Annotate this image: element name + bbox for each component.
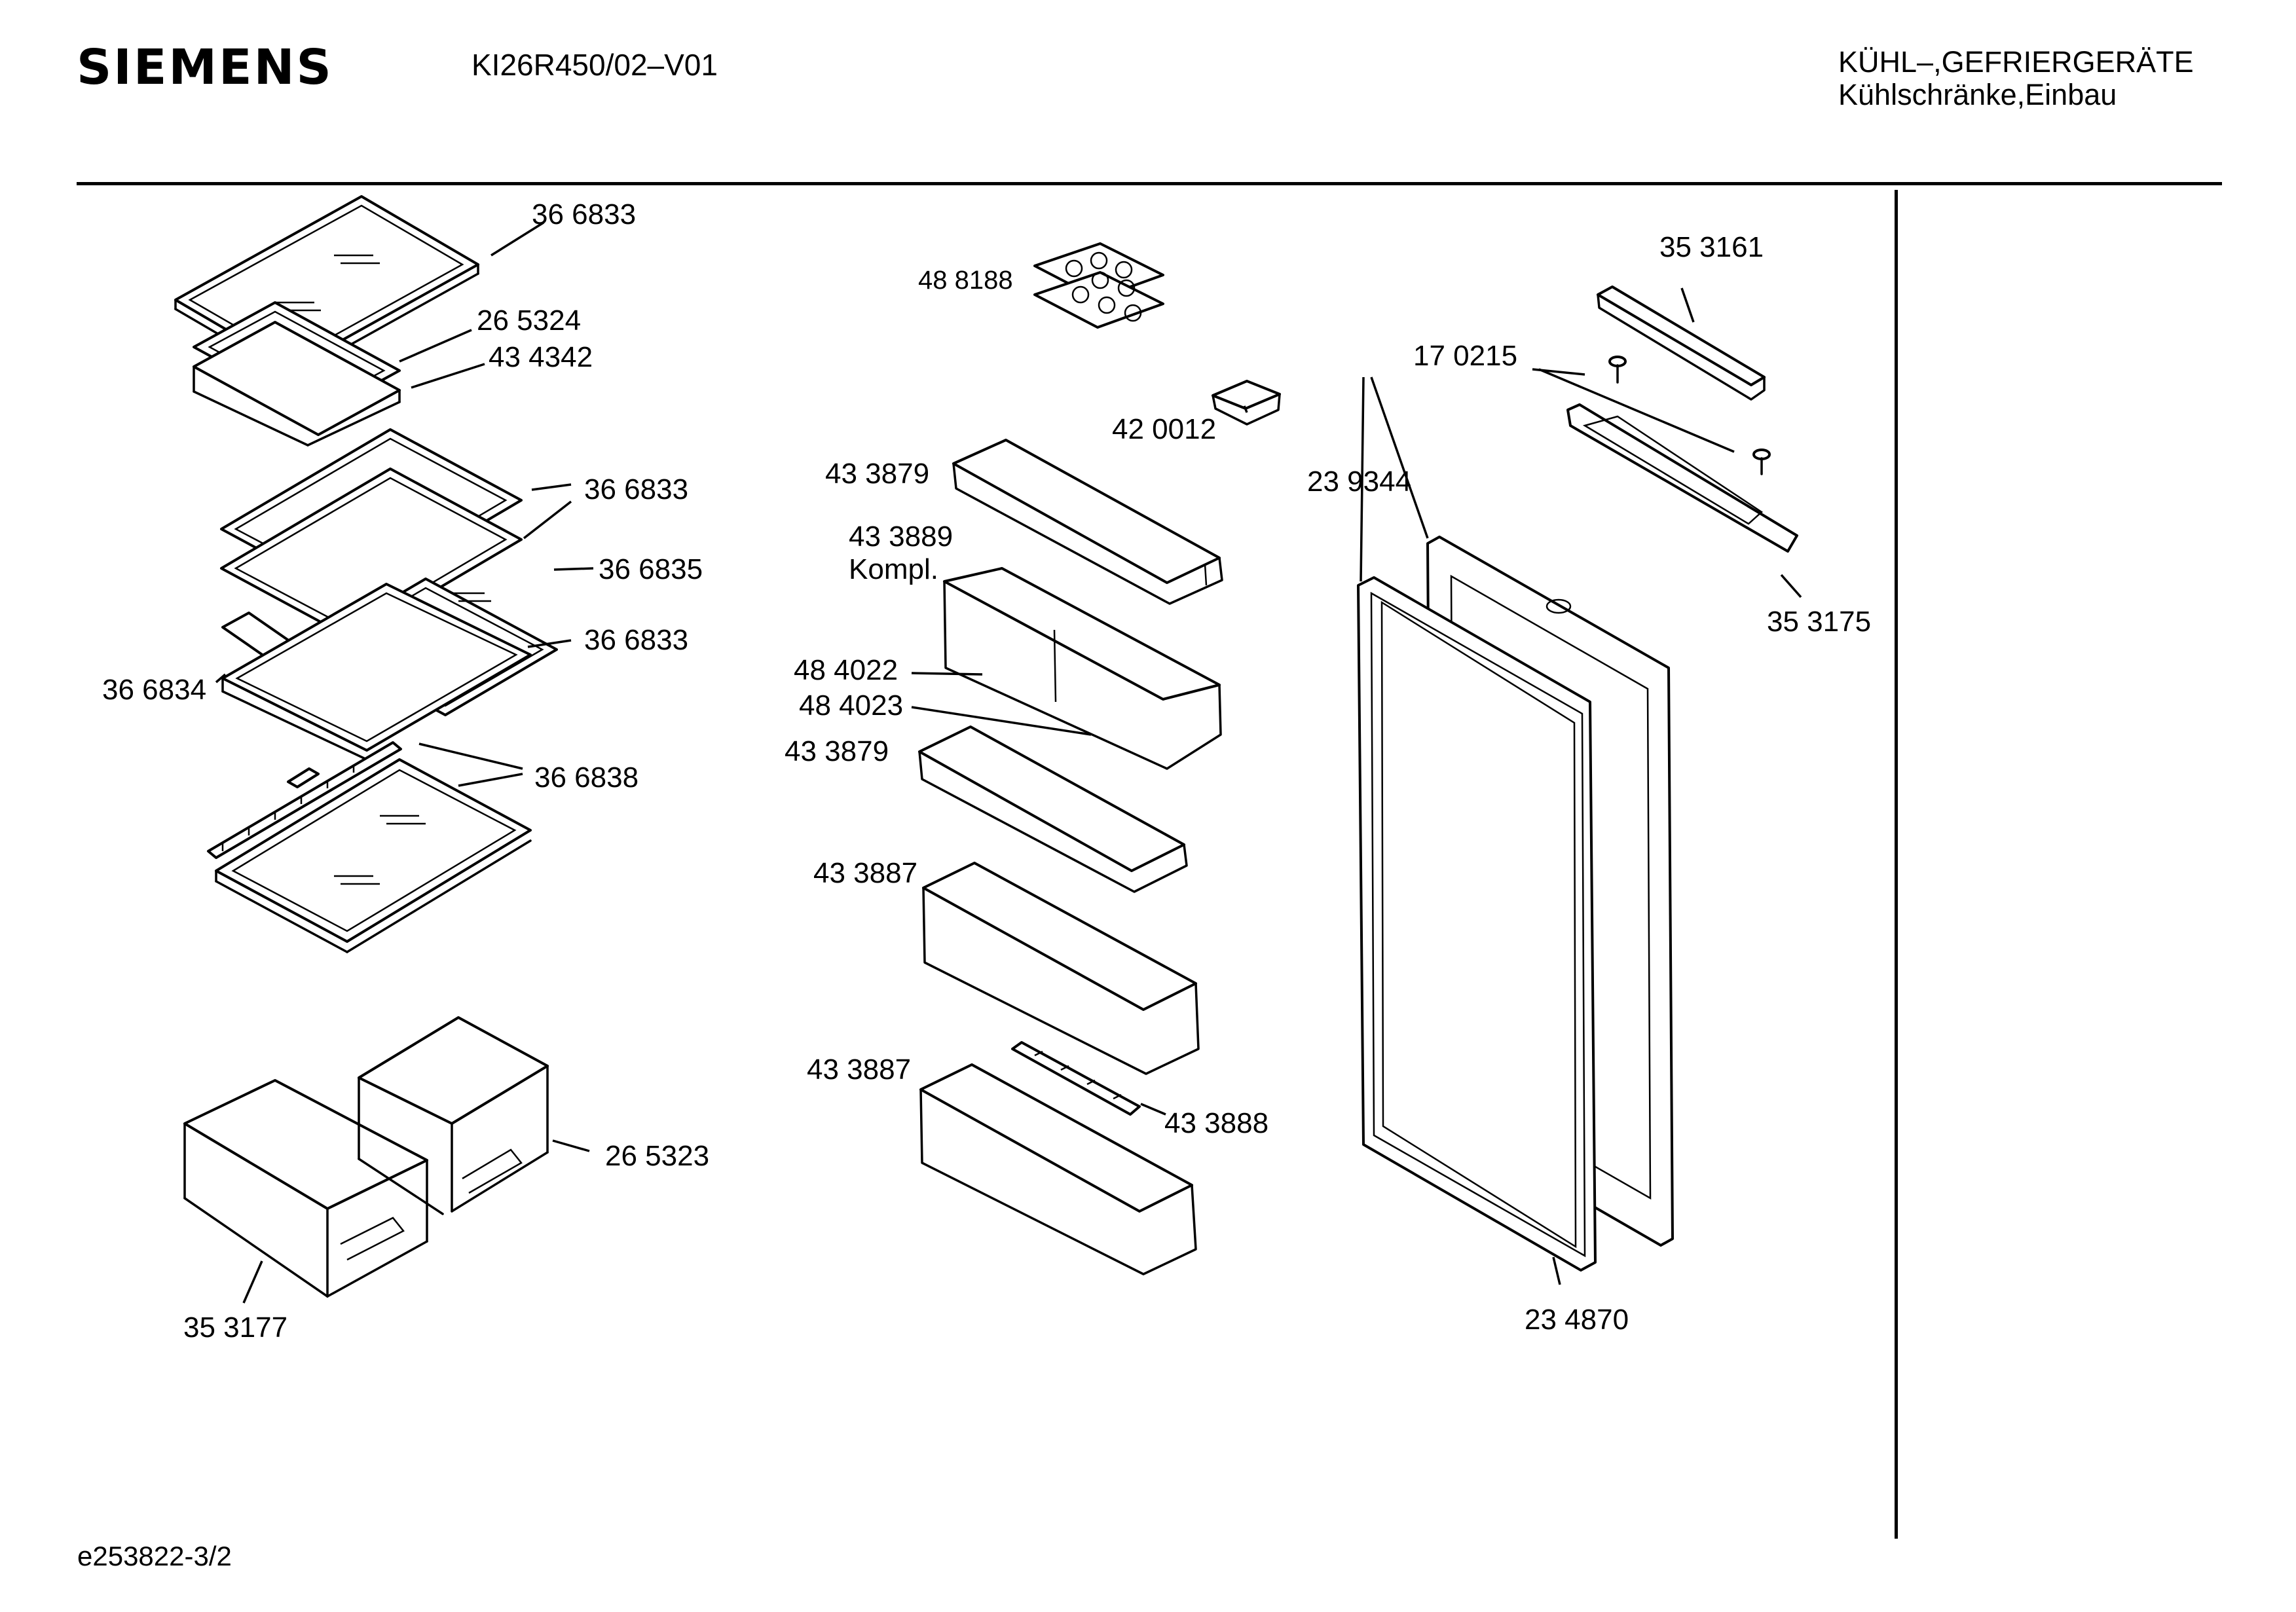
part-label-36-6833-top: 36 6833: [532, 198, 637, 230]
door-shelf-433889-drawing: [943, 567, 1222, 770]
part-label-26-5323: 26 5323: [605, 1140, 710, 1172]
part-label-43-3879-b: 43 3879: [785, 735, 889, 767]
egg-tray-drawing: [1033, 242, 1164, 329]
part-label-43-3889-note: Kompl.: [849, 553, 938, 585]
part-label-26-5324: 26 5324: [477, 304, 582, 337]
part-label-36-6833-mid1: 36 6833: [584, 473, 689, 505]
door-shelf-433879-b-drawing: [918, 725, 1188, 893]
part-label-23-4870: 23 4870: [1525, 1304, 1629, 1336]
category-line-1: KÜHL–,GEFRIERGERÄTE: [1838, 45, 2194, 79]
door-gasket-drawing: [1357, 576, 1597, 1272]
door-shelf-433879-a-drawing: [952, 439, 1223, 605]
part-label-35-3177: 35 3177: [183, 1311, 288, 1344]
crisper-cover-drawing: [193, 321, 401, 447]
screw-upper-drawing: [1608, 356, 1627, 384]
hinge-bracket-drawing: [1566, 403, 1798, 553]
part-label-35-3175: 35 3175: [1767, 606, 1872, 638]
part-label-36-6833-mid2: 36 6833: [584, 624, 689, 656]
model-number: KI26R450/02–V01: [472, 48, 718, 82]
part-label-35-3161: 35 3161: [1659, 231, 1764, 263]
part-label-36-6838: 36 6838: [534, 761, 639, 794]
glass-shelf-mid2-drawing: [220, 467, 523, 640]
part-label-42-0012: 42 0012: [1112, 413, 1217, 445]
header-rule: [77, 182, 2222, 185]
brand-logo: SIEMENS: [77, 39, 333, 96]
part-label-43-3879-a: 43 3879: [825, 458, 930, 490]
part-label-48-8188: 48 8188: [918, 266, 1013, 295]
drawing-id: e253822-3/2: [77, 1541, 232, 1571]
part-label-43-4342: 43 4342: [489, 341, 593, 373]
hinge-cover-drawing: [1597, 285, 1766, 401]
part-label-23-9344: 23 9344: [1307, 466, 1412, 498]
category-line-2: Kühlschränke,Einbau: [1838, 78, 2117, 111]
shelf-36-6834-drawing: [221, 583, 532, 761]
door-bin-433887-b-drawing: [919, 1063, 1197, 1275]
part-label-43-3888: 43 3888: [1164, 1107, 1269, 1139]
part-label-48-4023: 48 4023: [799, 689, 904, 722]
part-label-17-0215: 17 0215: [1413, 340, 1518, 372]
crisper-drawer-small-drawing: [358, 1016, 549, 1215]
part-label-43-3887-b: 43 3887: [807, 1053, 912, 1086]
part-label-36-6834: 36 6834: [102, 674, 207, 706]
crisper-drawer-large-drawing: [183, 1079, 428, 1298]
part-label-43-3889: 43 3889: [849, 521, 954, 553]
glass-plate-bottom-drawing: [207, 741, 532, 953]
bottle-divider-drawing: [1011, 1041, 1141, 1116]
door-bin-433887-a-drawing: [922, 862, 1200, 1075]
butter-dish-drawing: [1212, 380, 1281, 426]
right-margin-rule: [1895, 190, 1898, 1539]
leader-lines: [215, 221, 1802, 1304]
screw-lower-drawing: [1752, 449, 1771, 475]
part-label-48-4022: 48 4022: [794, 654, 898, 686]
part-label-36-6835: 36 6835: [599, 553, 703, 585]
part-label-43-3887-a: 43 3887: [813, 857, 918, 889]
